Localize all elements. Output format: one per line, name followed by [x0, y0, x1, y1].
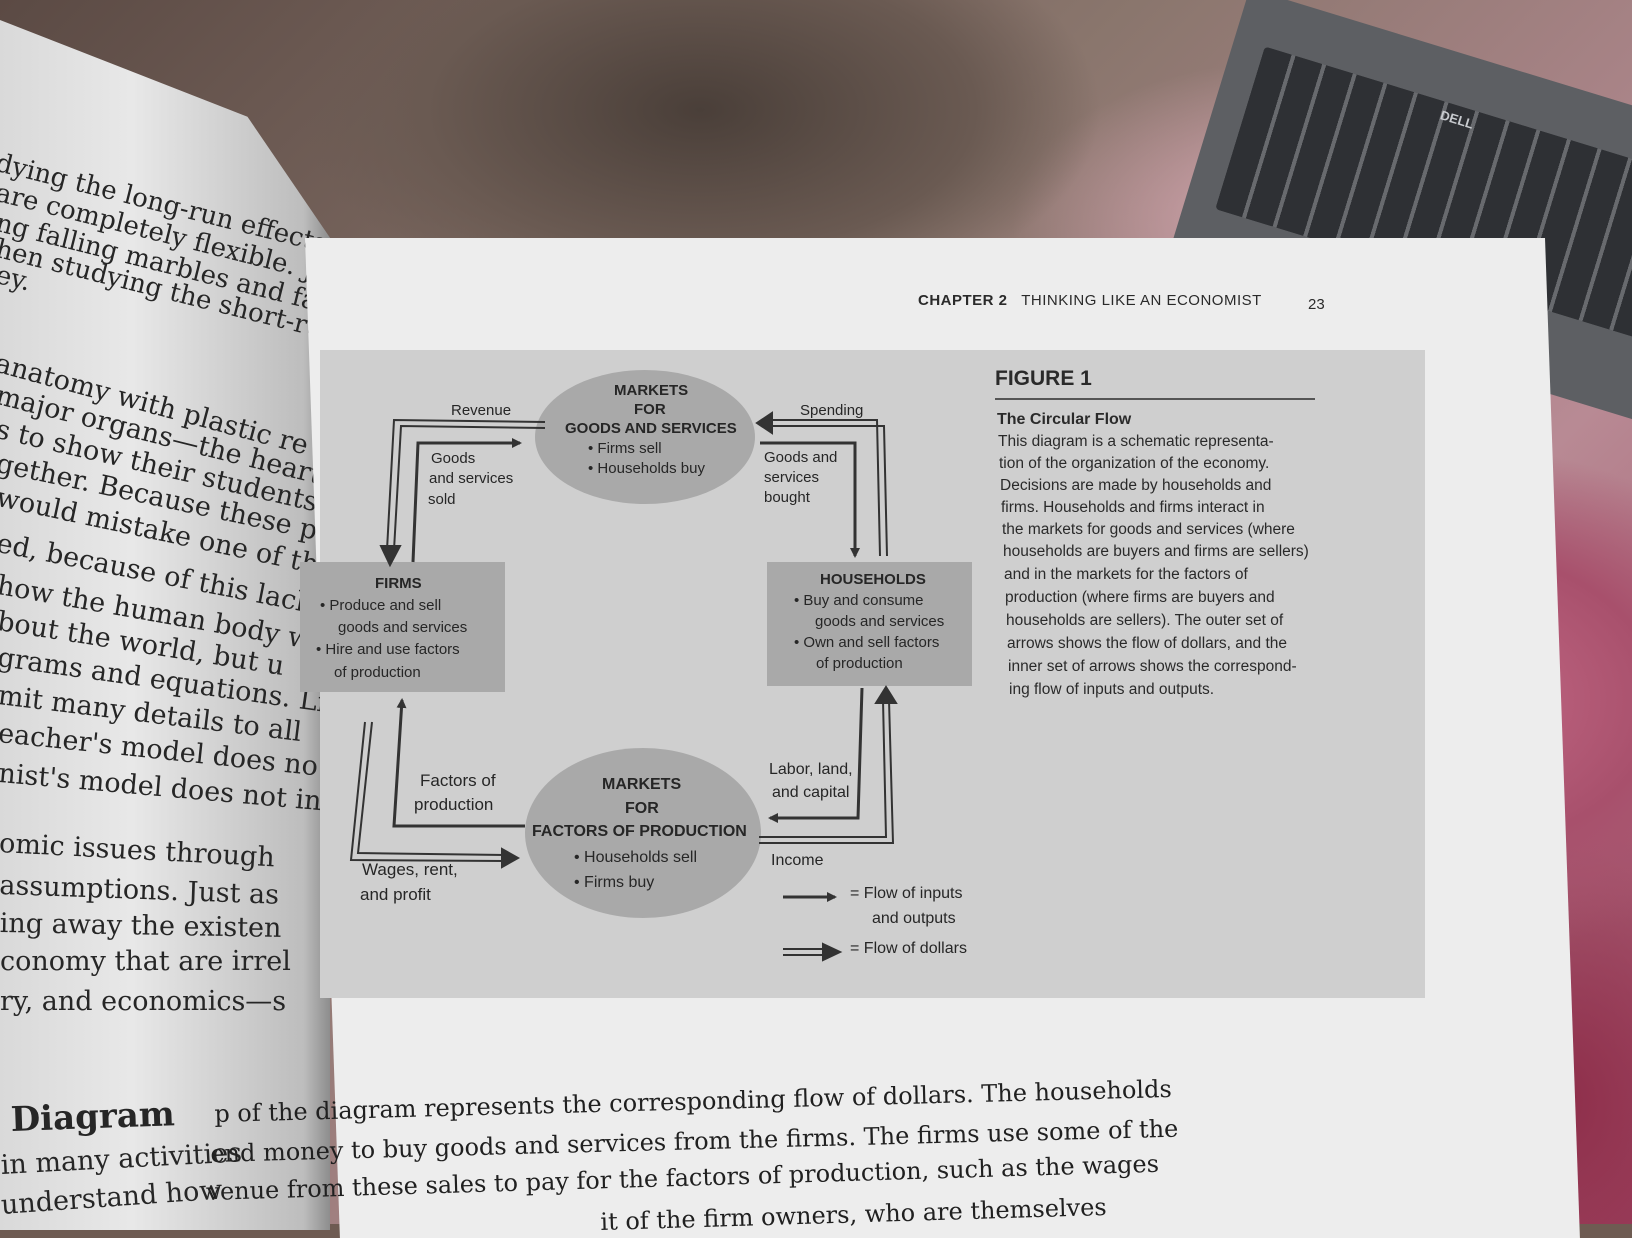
caption-line: households are sellers). The outer set o… [1006, 612, 1284, 629]
figure-rule [995, 398, 1315, 400]
left-page-line: ry, and economics—s [0, 986, 287, 1017]
factors-market-title: FOR [625, 800, 659, 817]
caption-line: arrows shows the flow of dollars, and th… [1007, 635, 1287, 652]
chapter-title: THINKING LIKE AN ECONOMIST [1021, 292, 1262, 309]
caption-line: firms. Households and firms interact in [1001, 499, 1265, 516]
legend-dollars-label: = Flow of dollars [850, 940, 967, 957]
goods-bought-flow-arrow [760, 441, 860, 558]
households-bullet: of production [816, 655, 903, 672]
income-flow-arrow [759, 685, 898, 844]
factors-market-title: MARKETS [602, 776, 682, 793]
caption-line: Decisions are made by households and [1000, 477, 1272, 494]
factors-label: production [414, 795, 494, 814]
caption-line: production (where firms are buyers and [1005, 589, 1275, 606]
firms-title: FIRMS [375, 575, 422, 592]
wages-label: and profit [360, 885, 431, 904]
firms-node [300, 562, 505, 692]
goods-market-bullet: • Firms sell [588, 440, 662, 457]
caption-line: inner set of arrows shows the correspond… [1008, 658, 1297, 675]
caption-line: households are buyers and firms are sell… [1003, 543, 1309, 560]
factors-market-bullet: • Households sell [574, 849, 697, 866]
revenue-label: Revenue [451, 402, 512, 419]
goods-sold-label: Goods [431, 450, 476, 467]
goods-market-title: FOR [634, 401, 666, 418]
spending-flow-arrow [755, 411, 888, 557]
chapter-number: CHAPTER 2 [918, 292, 1008, 309]
goods-market-title: MARKETS [614, 382, 689, 399]
firms-bullet: of production [334, 664, 421, 681]
goods-sold-flow-arrow [411, 438, 522, 563]
households-node [767, 562, 972, 686]
factors-flow-arrow [392, 698, 525, 828]
households-bullet: • Buy and consume [794, 592, 924, 609]
goods-bought-label: Goods and [764, 449, 838, 466]
goods-sold-label: sold [428, 491, 456, 508]
spending-label: Spending [800, 402, 864, 419]
goods-bought-label: bought [764, 489, 810, 506]
labor-label: Labor, land, [769, 761, 853, 778]
income-label: Income [771, 852, 824, 869]
left-page-line: conomy that are irrel [0, 946, 291, 977]
caption-line: tion of the organization of the economy. [999, 455, 1270, 472]
wages-flow-arrow [349, 721, 521, 869]
goods-market-bullet: • Households buy [588, 460, 705, 477]
caption-title: The Circular Flow [997, 411, 1132, 428]
legend-inputs-label: = Flow of inputs [850, 885, 963, 902]
goods-market-node [535, 370, 755, 504]
legend-inputs-label: and outputs [872, 910, 956, 927]
firms-bullet: • Produce and sell [320, 597, 442, 614]
goods-bought-label: services [764, 469, 820, 486]
households-title: HOUSEHOLDS [820, 571, 926, 588]
households-bullet: • Own and sell factors [794, 634, 940, 651]
firms-bullet: goods and services [338, 619, 468, 636]
caption-line: This diagram is a schematic representa- [998, 433, 1274, 450]
revenue-flow-arrow [379, 418, 546, 568]
caption-line: and in the markets for the factors of [1004, 566, 1248, 583]
caption-line: ing flow of inputs and outputs. [1009, 681, 1215, 698]
wages-label: Wages, rent, [362, 860, 458, 879]
factors-market-bullet: • Firms buy [574, 874, 655, 891]
left-page: dying the long-run effects of are comple… [0, 20, 330, 1230]
legend-dollars-arrow [783, 942, 843, 962]
labor-flow-arrow [768, 687, 864, 823]
factors-market-title: FACTORS OF PRODUCTION [532, 823, 747, 840]
caption-line: the markets for goods and services (wher… [1002, 521, 1295, 538]
figure-label: FIGURE 1 [995, 367, 1092, 390]
page-number: 23 [1308, 296, 1325, 313]
factors-label: Factors of [420, 771, 496, 790]
households-bullet: goods and services [815, 613, 945, 630]
goods-market-title: GOODS AND SERVICES [565, 420, 737, 437]
goods-sold-label: and services [429, 470, 514, 487]
labor-label: and capital [772, 784, 850, 801]
firms-bullet: • Hire and use factors [316, 641, 460, 658]
chapter-header: CHAPTER 2 THINKING LIKE AN ECONOMIST [918, 292, 1262, 309]
factors-market-node [525, 748, 761, 918]
